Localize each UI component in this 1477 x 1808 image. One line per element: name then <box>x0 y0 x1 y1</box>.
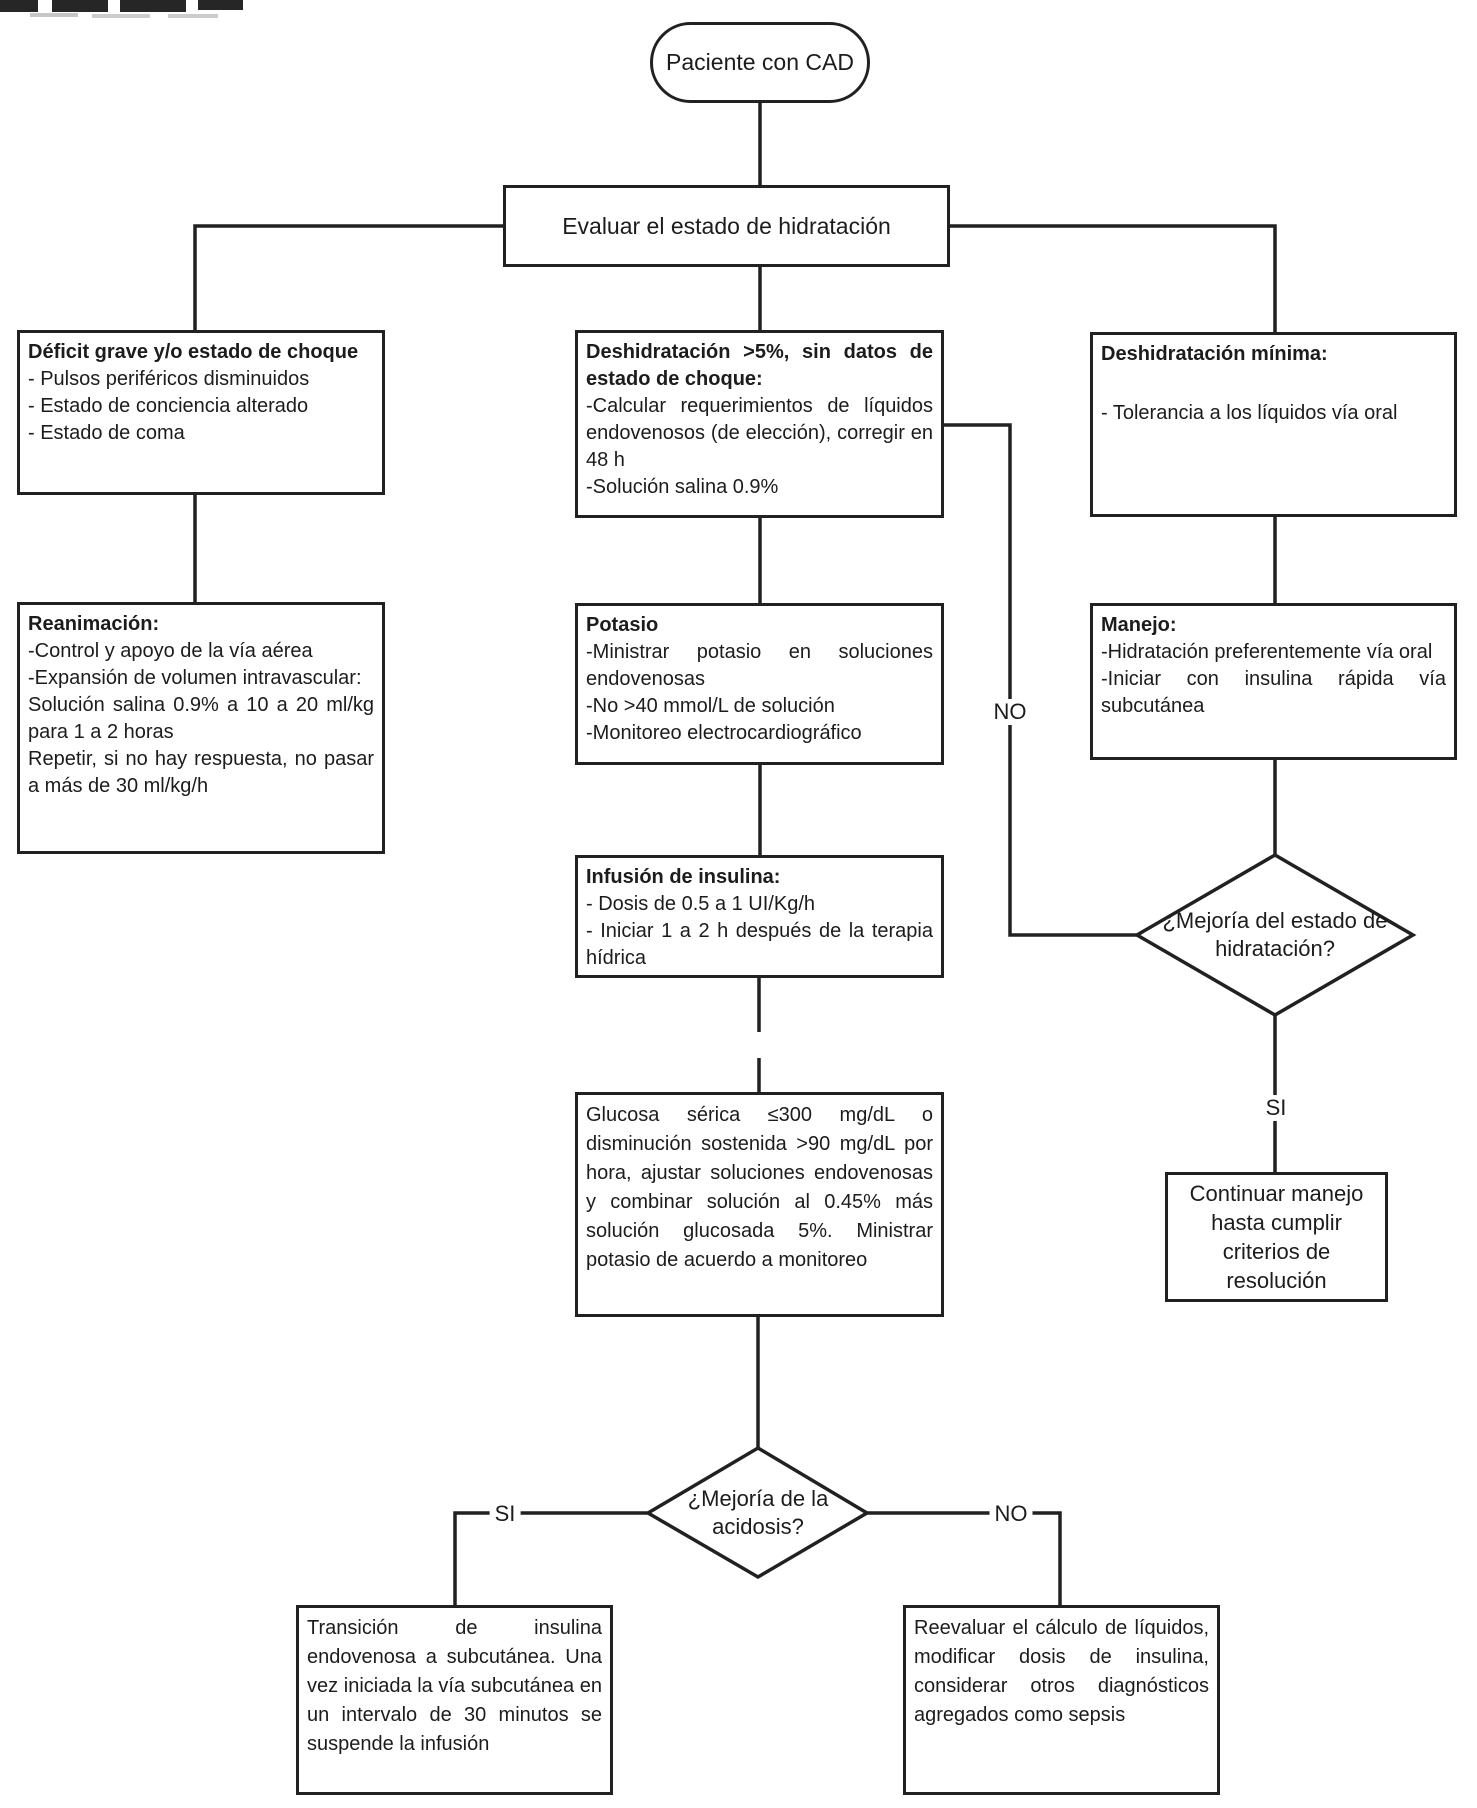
start-terminator: Paciente con CAD <box>650 22 870 103</box>
infusion-item: - Dosis de 0.5 a 1 UI/Kg/h <box>586 893 816 915</box>
process-deshidratacion5: Deshidratación >5%, sin datos de estado … <box>575 330 944 518</box>
process-deficit: Déficit grave y/o estado de choque - Pul… <box>17 330 385 495</box>
deficit-item: - Estado de conciencia alterado <box>28 395 309 417</box>
connector-acidosis-no-reevaluar <box>867 1511 1062 1605</box>
reanimacion-title: Reanimación: <box>28 613 160 635</box>
deshidratacion5-title: Deshidratación >5%, sin datos de estado … <box>586 341 933 390</box>
edge-label-hidratacion-si: SI <box>1260 1095 1292 1121</box>
reevaluar-text: Reevaluar el cálculo de líquidos, modifi… <box>914 1617 1209 1726</box>
reanimacion-item: -Control y apoyo de la vía aérea <box>28 640 313 662</box>
reanimacion-item: Repetir, si no hay respuesta, no pasar a… <box>28 748 374 797</box>
start-label: Paciente con CAD <box>666 49 854 75</box>
infusion-title: Infusión de insulina: <box>586 866 781 888</box>
deshidratacion5-item: -Calcular requerimientos de líquidos end… <box>586 395 933 471</box>
connector-evaluar-deficit <box>193 224 503 330</box>
edge-label-acidosis-no: NO <box>989 1501 1033 1527</box>
process-glucosa: Glucosa sérica ≤300 mg/dL o disminución … <box>575 1092 944 1317</box>
process-minima: Deshidratación mínima: - Tolerancia a lo… <box>1090 332 1457 517</box>
manejo-item: -Iniciar con insulina rápida vía subcutá… <box>1101 668 1446 717</box>
reanimacion-item: Solución salina 0.9% a 10 a 20 ml/kg par… <box>28 694 374 743</box>
reanimacion-item: -Expansión de volumen intravascular: <box>28 667 362 689</box>
deshidratacion5-item: -Solución salina 0.9% <box>586 476 779 498</box>
potasio-item: -No >40 mmol/L de solución <box>586 695 835 717</box>
evaluar-label: Evaluar el estado de hidratación <box>562 212 891 239</box>
connector-acidosis-si-transicion <box>453 1511 648 1605</box>
decision-label-hidratacion: ¿Mejoría del estado de hidratación? <box>1162 908 1388 961</box>
transicion-text: Transición de insulina endovenosa a subc… <box>307 1617 602 1755</box>
deficit-item: - Pulsos periféricos disminuidos <box>28 368 310 390</box>
manejo-title: Manejo: <box>1101 614 1177 636</box>
edge-label-acidosis-si: SI <box>489 1501 521 1527</box>
continuar-text: Continuar manejo hasta cumplir criterios… <box>1189 1181 1364 1293</box>
deficit-item: - Estado de coma <box>28 422 185 444</box>
process-continuar: Continuar manejo hasta cumplir criterios… <box>1165 1172 1388 1302</box>
edge-label-hidratacion-no: NO <box>988 699 1032 725</box>
process-reanimacion: Reanimación: -Control y apoyo de la vía … <box>17 602 385 854</box>
minima-item: - Tolerancia a los líquidos vía oral <box>1101 402 1398 424</box>
deficit-title: Déficit grave y/o estado de choque <box>28 341 359 363</box>
process-infusion: Infusión de insulina: - Dosis de 0.5 a 1… <box>575 855 944 978</box>
process-transicion: Transición de insulina endovenosa a subc… <box>296 1605 613 1795</box>
potasio-title: Potasio <box>586 614 659 636</box>
potasio-item: -Ministrar potasio en soluciones endoven… <box>586 641 933 690</box>
connector-evaluar-minima <box>950 224 1277 332</box>
process-reevaluar: Reevaluar el cálculo de líquidos, modifi… <box>903 1605 1220 1795</box>
glucosa-text: Glucosa sérica ≤300 mg/dL o disminución … <box>586 1104 933 1271</box>
potasio-item: -Monitoreo electrocardiográfico <box>586 722 862 744</box>
decision-diamond-acidosis <box>644 1445 871 1580</box>
process-potasio: Potasio -Ministrar potasio en soluciones… <box>575 603 944 765</box>
connector-hidratacion-no-loop <box>944 423 1137 937</box>
infusion-item: - Iniciar 1 a 2 h después de la terapia … <box>586 920 933 969</box>
process-evaluar: Evaluar el estado de hidratación <box>503 185 950 267</box>
minima-title: Deshidratación mínima: <box>1101 343 1328 365</box>
manejo-item: -Hidratación preferentemente vía oral <box>1101 641 1433 663</box>
decision-label-acidosis: ¿Mejoría de la acidosis? <box>687 1486 829 1539</box>
decision-diamond-hidratacion <box>1133 852 1417 1018</box>
process-manejo: Manejo: -Hidratación preferentemente vía… <box>1090 603 1457 760</box>
